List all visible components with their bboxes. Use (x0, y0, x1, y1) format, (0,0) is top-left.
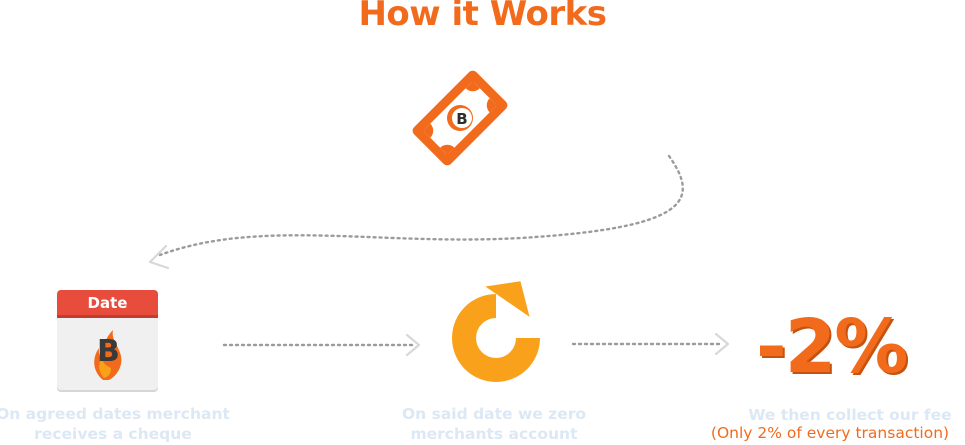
calendar-logo-letter: B (97, 334, 120, 369)
cash-note-logo-letter: B (456, 110, 467, 128)
refresh-arrow-icon (452, 281, 540, 382)
calendar-logo-icon: Date B (57, 290, 158, 390)
page-title: How it Works (358, 0, 607, 34)
step-1-caption: On agreed dates merchant receives a cheq… (0, 404, 236, 444)
step-2-caption: On said date we zero merchants account (384, 404, 604, 444)
flame-logo-icon (94, 330, 122, 380)
step-1-caption-line2: receives a cheque (34, 425, 192, 443)
step-2-caption-line2: merchants account (410, 425, 578, 443)
calendar-date-label: Date (57, 290, 158, 318)
cash-note-logo-icon: B (412, 70, 508, 166)
fee-note: (Only 2% of every transaction) (710, 424, 950, 442)
step-3-caption: We then collect our fee (748, 406, 952, 424)
step-2-caption-line1: On said date we zero (401, 405, 587, 423)
fee-percentage: -2% (756, 304, 908, 390)
step-1-caption-line1: On agreed dates merchant (0, 405, 230, 423)
arrow-head-1-icon (405, 333, 421, 357)
arrow-head-2-icon (714, 332, 730, 356)
curve-arrowhead-icon (148, 244, 170, 270)
